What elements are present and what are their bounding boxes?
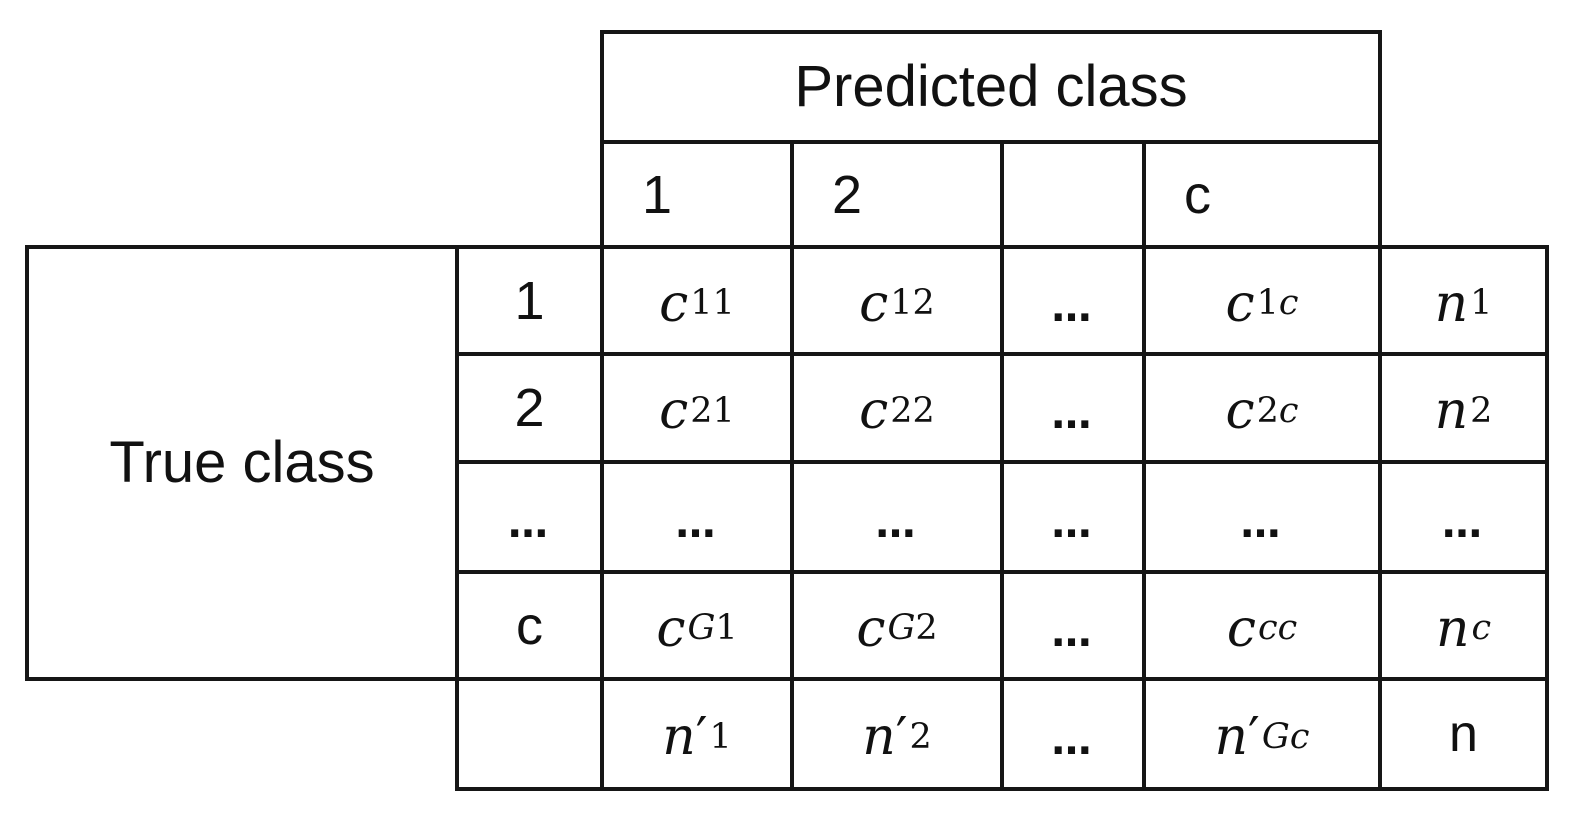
cell-r5-dots: …	[1000, 677, 1146, 791]
cell-r3c4-dots: …	[1142, 460, 1382, 574]
cell-n-total: n	[1378, 677, 1549, 791]
cell-r2-dots: …	[1000, 352, 1146, 464]
cell-r3c1-dots: …	[600, 460, 794, 574]
row-header-2: 2	[455, 352, 604, 464]
col-header-dots	[1000, 140, 1146, 249]
cell-nprime1: n′1	[600, 677, 794, 791]
cell-nprime2: n′2	[790, 677, 1004, 791]
cell-nprimeGc: n′Gc	[1142, 677, 1382, 791]
col-header-c: c	[1142, 140, 1382, 249]
row-header-dots: …	[455, 460, 604, 574]
col-header-1: 1	[600, 140, 794, 249]
cell-r3c3-dots: …	[1000, 460, 1146, 574]
row-header-c: c	[455, 570, 604, 681]
col-header-2: 2	[790, 140, 1004, 249]
cell-r3c2-dots: …	[790, 460, 1004, 574]
cell-r3c5-dots: …	[1378, 460, 1549, 574]
row-header-totals	[455, 677, 604, 791]
predicted-class-header: Predicted class	[600, 30, 1382, 144]
row-header-1: 1	[455, 245, 604, 356]
cell-r1-dots: …	[1000, 245, 1146, 356]
cell-r4-dots: …	[1000, 570, 1146, 681]
true-class-header: True class	[25, 245, 459, 681]
